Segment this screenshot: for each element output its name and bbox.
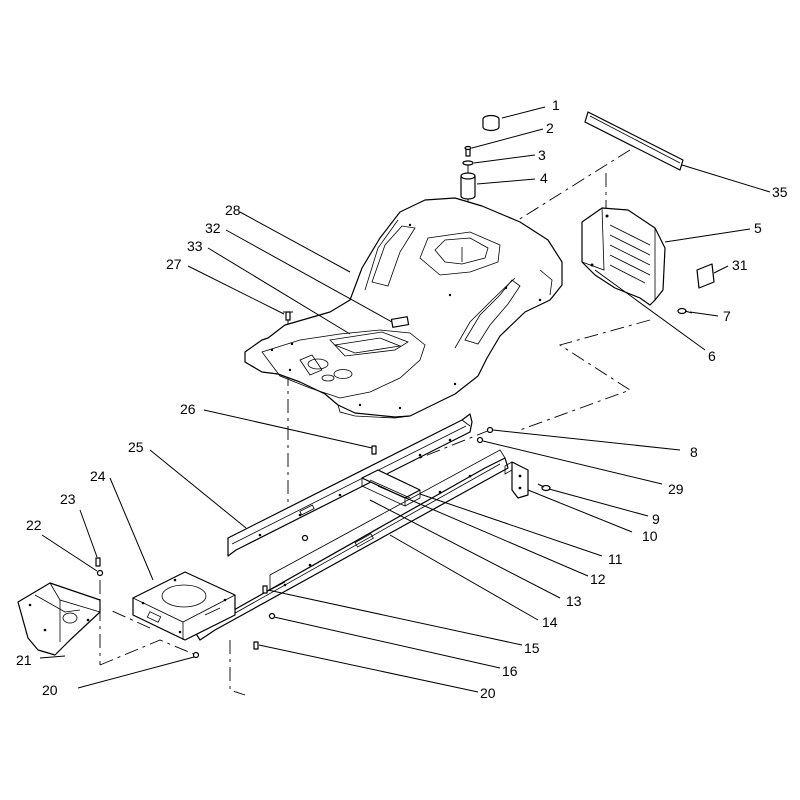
bolt-20b [253, 641, 259, 650]
nut-14 [301, 534, 309, 542]
callout-3: 3 [538, 147, 546, 163]
screw-27 [283, 311, 293, 321]
decal-31 [696, 263, 715, 289]
callout-9: 9 [652, 511, 660, 527]
callout-22: 22 [26, 517, 42, 533]
bolt-26 [371, 445, 377, 455]
fender-deck-28 [244, 197, 563, 419]
callout-8: 8 [690, 444, 698, 460]
bushing-4 [460, 172, 476, 200]
nut-20a [192, 651, 200, 659]
pin-2 [464, 145, 472, 157]
washer-3 [462, 160, 474, 166]
callout-leaders [39, 106, 771, 693]
callout-10: 10 [642, 528, 658, 544]
callout-11: 11 [608, 551, 623, 567]
decal-32 [390, 316, 410, 328]
bolt-23 [95, 557, 101, 567]
nut-16 [268, 612, 276, 620]
callout-1: 1 [552, 97, 560, 113]
callout-21: 21 [16, 652, 32, 668]
callout-14: 14 [542, 614, 558, 630]
callout-20a: 20 [42, 682, 58, 698]
callout-24: 24 [90, 468, 106, 484]
callout-labels: 1 2 3 4 35 28 32 33 27 5 31 7 6 26 8 25 … [16, 97, 788, 701]
callout-6: 6 [708, 348, 716, 364]
frame-rail-25 [227, 413, 473, 557]
callout-25: 25 [128, 439, 144, 455]
front-plate-24 [132, 571, 236, 641]
screw-7 [677, 307, 693, 315]
callout-20b: 20 [480, 685, 496, 701]
callout-4: 4 [540, 170, 548, 186]
callout-27: 27 [166, 256, 182, 272]
callout-33: 33 [187, 238, 203, 254]
rear-guard-5 [581, 207, 666, 306]
mat-33 [333, 337, 402, 354]
callout-7: 7 [723, 308, 731, 324]
callout-15: 15 [524, 640, 540, 656]
bracket-10 [504, 461, 529, 499]
front-bracket-21 [17, 582, 101, 656]
callout-12: 12 [590, 571, 606, 587]
callout-23: 23 [60, 491, 76, 507]
knob-1 [482, 114, 500, 132]
nut-29 [476, 436, 484, 444]
callout-28: 28 [225, 202, 241, 218]
nut-22 [96, 569, 104, 577]
callout-35: 35 [772, 184, 788, 200]
frame-rail-lower [194, 449, 509, 641]
callout-16: 16 [502, 663, 518, 679]
hardware [95, 426, 494, 659]
callout-31: 31 [732, 257, 748, 273]
callout-29: 29 [668, 481, 684, 497]
callout-26: 26 [180, 401, 196, 417]
callout-13: 13 [566, 593, 582, 609]
support-bar-35 [584, 111, 684, 171]
callout-5: 5 [754, 220, 762, 236]
bolt-9 [537, 483, 551, 492]
callout-2: 2 [546, 120, 554, 136]
callout-32: 32 [205, 220, 221, 236]
bolt-15 [262, 585, 268, 594]
nut-8 [486, 426, 494, 434]
